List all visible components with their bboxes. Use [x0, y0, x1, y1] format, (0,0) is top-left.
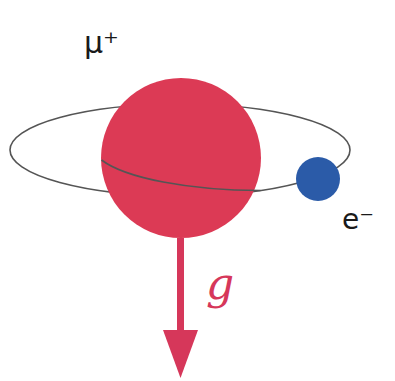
gravity-arrow-shaft [177, 238, 184, 333]
gravity-label: g [206, 262, 234, 306]
gravity-arrow-head [163, 330, 198, 378]
muon-label: μ⁺ [84, 28, 119, 58]
muon-sphere [101, 78, 261, 238]
electron-sphere [296, 157, 340, 201]
orbit-front-arc [102, 160, 261, 191]
electron-label: e⁻ [342, 206, 374, 234]
